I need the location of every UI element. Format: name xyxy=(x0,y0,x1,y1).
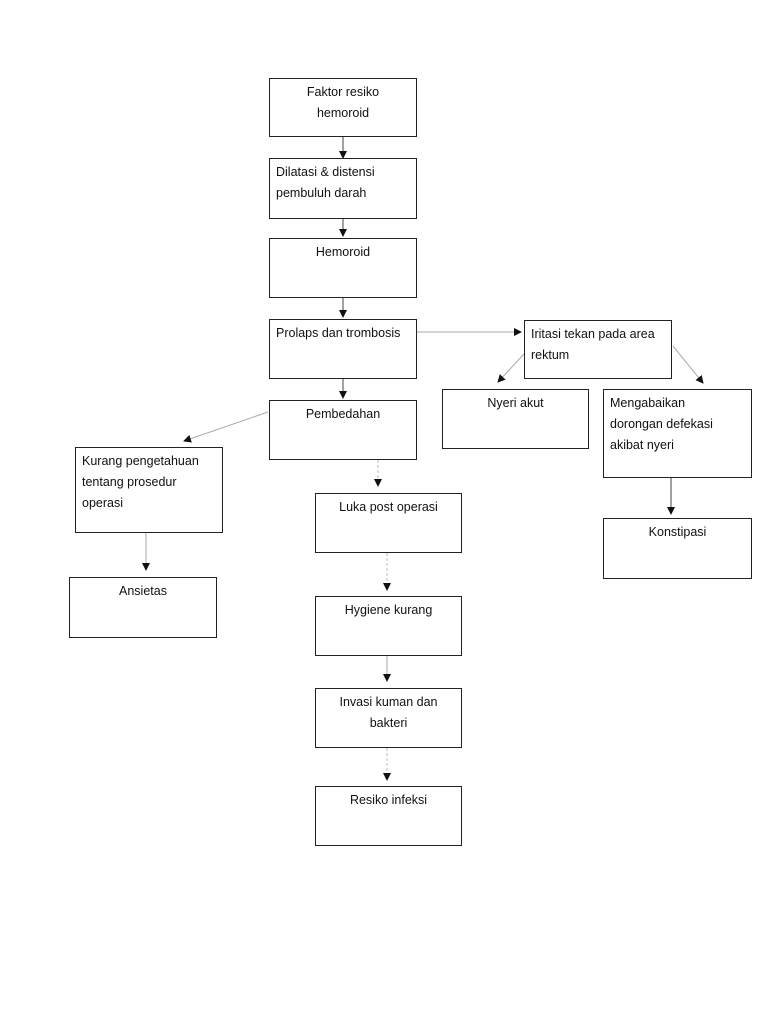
node-label: Hemoroid xyxy=(315,245,371,259)
node-resiko-infeksi: Resiko infeksi xyxy=(315,786,462,846)
node-label: Kurang pengetahuan tentang prosedur oper… xyxy=(82,454,199,510)
node-hemoroid: Hemoroid xyxy=(269,238,417,298)
node-nyeri-akut: Nyeri akut xyxy=(442,389,589,449)
node-invasi-kuman: Invasi kuman dan bakteri xyxy=(315,688,462,748)
arrow-iritasi-to-nyeri xyxy=(497,353,525,383)
node-faktor-resiko-hemoroid: Faktor resiko hemoroid xyxy=(269,78,417,137)
arrow-iritasi-to-mengabaikan xyxy=(672,345,704,384)
node-label: Ansietas xyxy=(119,584,167,598)
node-label: Resiko infeksi xyxy=(349,793,428,807)
node-konstipasi: Konstipasi xyxy=(603,518,752,579)
arrow-pembedahan-to-kurang xyxy=(183,411,269,443)
node-luka-post-operasi: Luka post operasi xyxy=(315,493,462,553)
node-label: Nyeri akut xyxy=(487,396,544,410)
node-label: Prolaps dan trombosis xyxy=(276,326,401,340)
node-mengabaikan-dorongan: Mengabaikan dorongan defekasi akibat nye… xyxy=(603,389,752,478)
node-label: Faktor resiko hemoroid xyxy=(306,85,380,120)
node-label: Konstipasi xyxy=(648,525,707,539)
node-label: Iritasi tekan pada area rektum xyxy=(531,327,655,362)
node-hygiene-kurang: Hygiene kurang xyxy=(315,596,462,656)
node-iritasi-tekan: Iritasi tekan pada area rektum xyxy=(524,320,672,379)
node-label: Mengabaikan dorongan defekasi akibat nye… xyxy=(610,396,713,452)
node-label: Invasi kuman dan bakteri xyxy=(339,695,438,730)
node-label: Pembedahan xyxy=(305,407,381,421)
node-dilatasi-distensi: Dilatasi & distensi pembuluh darah xyxy=(269,158,417,219)
node-pembedahan: Pembedahan xyxy=(269,400,417,460)
node-label: Hygiene kurang xyxy=(344,603,433,617)
node-prolaps-trombosis: Prolaps dan trombosis xyxy=(269,319,417,379)
node-ansietas: Ansietas xyxy=(69,577,217,638)
node-label: Luka post operasi xyxy=(339,500,438,514)
node-label: Dilatasi & distensi pembuluh darah xyxy=(276,165,375,200)
node-kurang-pengetahuan: Kurang pengetahuan tentang prosedur oper… xyxy=(75,447,223,533)
